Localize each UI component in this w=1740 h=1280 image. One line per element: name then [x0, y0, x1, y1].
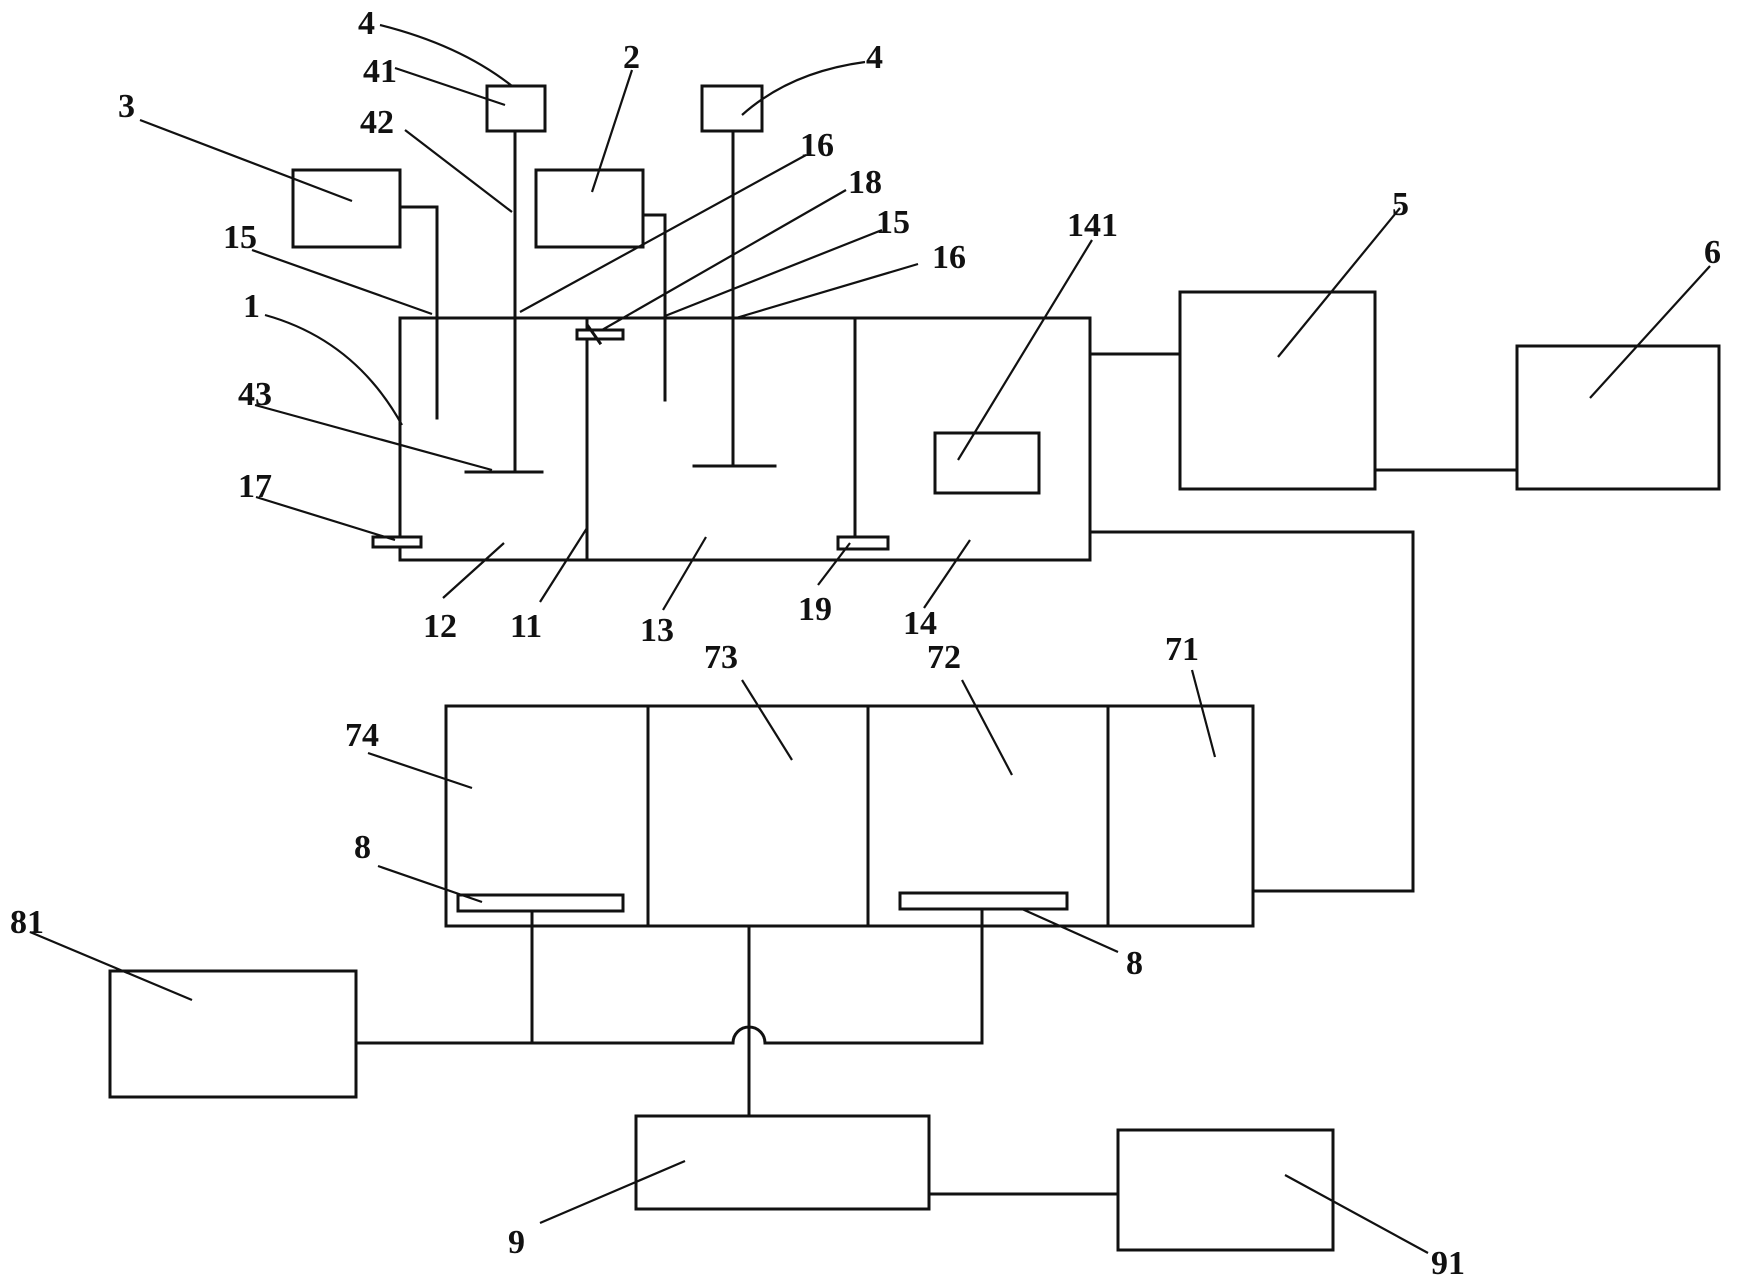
label-72: 72 — [927, 639, 961, 676]
blower-81 — [108, 969, 358, 1099]
leader-4a — [379, 23, 513, 87]
feed-pipe-3 — [398, 205, 439, 420]
label-91: 91 — [1431, 1245, 1465, 1280]
leader-16b — [735, 262, 919, 320]
label-5: 5 — [1392, 186, 1409, 223]
label-71: 71 — [1165, 631, 1199, 668]
leader-41 — [394, 66, 506, 107]
treatment-outline — [444, 704, 1255, 928]
leader-71 — [1190, 669, 1217, 758]
label-6: 6 — [1704, 234, 1721, 271]
valve-18-mark — [585, 323, 603, 346]
leader-91 — [1284, 1174, 1429, 1254]
air-header — [354, 1025, 984, 1045]
unit-6 — [1515, 344, 1721, 491]
label-12: 12 — [423, 608, 457, 645]
label-8a: 8 — [354, 829, 371, 866]
leader-8a — [377, 864, 483, 904]
leader-2 — [590, 69, 634, 193]
units-5-6 — [1088, 290, 1721, 491]
stirrer-motor-41 — [485, 84, 547, 133]
leader-43 — [254, 403, 493, 472]
treatment-unit — [444, 704, 1255, 928]
unit-141 — [933, 431, 1041, 495]
pipe-tank-71 — [1088, 530, 1415, 893]
label-3: 3 — [118, 88, 135, 125]
leader-9 — [539, 1159, 686, 1225]
label-19: 19 — [798, 591, 832, 628]
label-18: 18 — [848, 164, 882, 201]
label-141: 141 — [1067, 207, 1118, 244]
leader-17 — [255, 495, 396, 542]
label-1: 1 — [243, 288, 260, 325]
leader-19 — [817, 542, 851, 586]
label-8b: 8 — [1126, 945, 1143, 982]
label-16b: 16 — [932, 239, 966, 276]
label-81: 81 — [10, 904, 44, 941]
leader-1 — [264, 313, 403, 426]
dosing-units — [291, 168, 667, 420]
label-2: 2 — [623, 39, 640, 76]
label-4a: 4 — [358, 5, 375, 42]
valve-17 — [371, 535, 423, 549]
leader-12 — [442, 542, 505, 599]
dosing-unit-2 — [534, 168, 645, 249]
leader-3 — [139, 118, 353, 203]
reference-labels: 4 41 42 4 2 3 16 18 15 15 16 141 5 6 1 4… — [10, 5, 1721, 1280]
aerator-8-left — [456, 893, 625, 913]
valve-19 — [836, 535, 890, 551]
unit-91 — [1116, 1128, 1335, 1252]
label-9: 9 — [508, 1224, 525, 1261]
label-15a: 15 — [223, 219, 257, 256]
leader-74 — [367, 751, 473, 790]
leader-15b — [664, 228, 883, 318]
leader-11 — [539, 527, 588, 603]
leader-4b — [741, 60, 866, 116]
leader-81 — [29, 930, 193, 1002]
label-43: 43 — [238, 376, 272, 413]
label-4b: 4 — [866, 39, 883, 76]
label-15b: 15 — [876, 204, 910, 241]
tank-9 — [634, 1114, 931, 1211]
leader-5 — [1277, 207, 1401, 358]
label-42: 42 — [360, 104, 394, 141]
label-74: 74 — [345, 717, 379, 754]
air-lines — [108, 907, 984, 1099]
leader-14 — [923, 539, 971, 609]
label-11: 11 — [510, 608, 542, 645]
leader-lines — [29, 23, 1711, 1254]
leader-16a — [519, 154, 807, 313]
leader-72 — [961, 679, 1013, 776]
label-16a: 16 — [800, 127, 834, 164]
label-14: 14 — [903, 605, 937, 642]
leader-13 — [662, 536, 707, 611]
label-17: 17 — [238, 468, 272, 505]
stirrers — [464, 84, 777, 474]
label-13: 13 — [640, 612, 674, 649]
leader-141 — [957, 239, 1093, 461]
valve-18 — [575, 328, 625, 341]
outlet-units — [634, 924, 1335, 1252]
label-41: 41 — [363, 53, 397, 90]
stirrer-motor-4b — [700, 84, 764, 133]
leader-15a — [251, 248, 433, 316]
leader-73 — [741, 679, 793, 761]
leader-18 — [601, 189, 847, 331]
unit-5 — [1178, 290, 1377, 491]
leader-42 — [404, 129, 513, 213]
leader-8b — [1021, 907, 1119, 954]
dosing-unit-3 — [291, 168, 402, 249]
feed-pipe-2 — [641, 213, 667, 402]
label-73: 73 — [704, 639, 738, 676]
leader-6 — [1589, 265, 1711, 399]
aerator-8-right — [898, 891, 1069, 911]
